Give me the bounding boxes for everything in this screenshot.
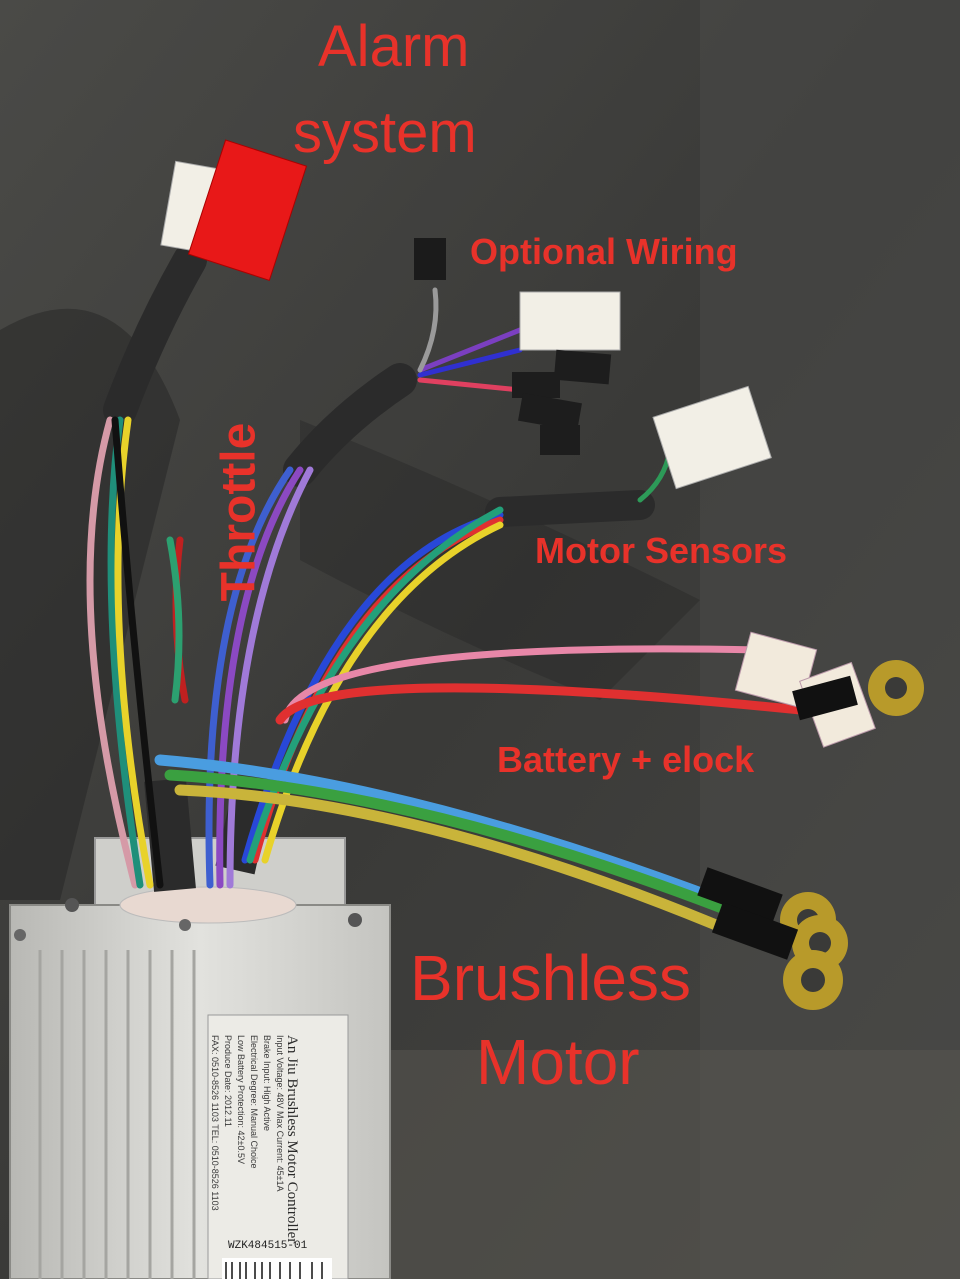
sticker-spec-line: Electrical Degree: Manual Choice xyxy=(249,1035,259,1169)
model-number: WZK484515-01 xyxy=(228,1240,308,1252)
brushless-motor-label-line2: Motor xyxy=(476,1026,640,1098)
sticker-title: An Jiu Brushless Motor Controller xyxy=(284,1035,300,1244)
sticker-spec-line: Low Battery Protection: 42±0.5V xyxy=(236,1035,246,1165)
alarm-system-label-line1: Alarm xyxy=(318,14,470,79)
battery-elock-label: Battery + elock xyxy=(497,739,755,780)
throttle-label: Throttle xyxy=(212,422,266,602)
motor-sensors-label: Motor Sensors xyxy=(535,530,788,571)
brushless-motor-label-line1: Brushless xyxy=(410,942,691,1014)
sticker-spec-line: FAX: 0510-8526 1103 TEL: 0510-8526 1103 xyxy=(210,1035,220,1211)
sticker-spec-line: Input Voltage: 48V Max Current: 45±1A xyxy=(275,1035,285,1192)
optional-wiring-label: Optional Wiring xyxy=(470,231,738,272)
alarm-system-label-line2: system xyxy=(293,100,477,165)
sticker-spec-line: Brake Input: High Active xyxy=(262,1035,272,1132)
sticker-spec-line: Produce Date: 2012.11 xyxy=(223,1035,233,1127)
